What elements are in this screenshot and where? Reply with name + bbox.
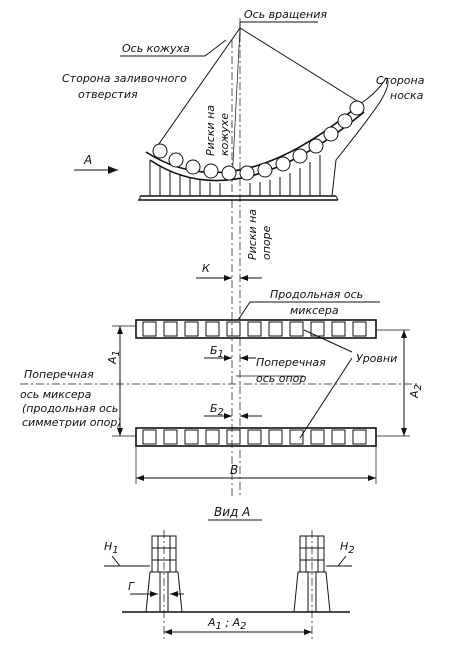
pour-side-label-2: отверстия [78,88,138,101]
marks-on-support-group: Риски на опоре [246,209,273,260]
roller [349,100,365,116]
transverse-mixer-label-3: (продольная ось [22,402,118,415]
roller [308,138,324,154]
longitudinal-axis-label-2: миксера [290,304,339,317]
mixer-elevation [74,18,389,496]
marks-on-support-label-1: Риски на [246,209,259,260]
plan-view [20,275,420,484]
longitudinal-axis-label-1: Продольная ось [270,288,363,301]
nose-outline [331,77,389,197]
levels-leader-upper [303,329,353,353]
shell-curve-mid [149,111,365,182]
g-label: Г [128,580,135,593]
b2-label: Б2 [210,402,224,418]
a2-label-group: А2 [408,384,424,399]
radius-shell [231,27,241,183]
transverse-mixer-label-4: симметрии опор) [22,416,122,429]
a1-a2-label: А1 ; А2 [207,616,247,632]
roller [152,143,168,159]
radius-right [239,27,363,105]
transverse-mixer-label-2: ось миксера [20,388,92,401]
nose-side-label-1: Сторона [376,74,425,87]
roller [257,162,273,178]
roller [185,159,201,175]
roller [323,126,339,142]
roller [221,165,237,181]
view-a-title: Вид А [214,505,250,519]
h1-label: Н1 [104,540,119,556]
h2-label: Н2 [340,540,355,556]
marks-on-shell-label-1: Риски на [204,105,217,156]
roller [168,152,184,168]
lower-roller-cells [142,429,367,445]
levels-leader-lower [299,357,353,439]
support-base [138,195,338,201]
shell-rollers [152,100,365,181]
roller [275,156,291,172]
a1-label: А1 [106,350,122,365]
k-label: К [202,262,211,275]
levels-label: Уровни [356,352,397,365]
a2-label: А2 [408,384,424,399]
marks-on-shell-label-2: кожухе [218,113,231,156]
shell-axis-label: Ось кожуха [122,42,190,55]
a1-label-group: А1 [106,350,122,365]
roller [203,163,219,179]
view-arrow-head [108,166,118,174]
upper-roller-cells [142,321,367,337]
roller [239,165,255,181]
rotation-axis-label: Ось вращения [244,8,327,21]
transverse-support-label-2: ось опор [256,372,306,385]
support-ribs [149,155,321,196]
lower-roller-row [135,427,377,447]
v-label: В [230,463,238,477]
nose-side-label-2: носка [390,89,424,102]
transverse-support-label-1: Поперечная [256,356,326,369]
marks-on-support-label-2: опоре [260,225,273,260]
roller [337,113,353,129]
radius-left [155,27,241,149]
roller [292,148,308,164]
marks-on-shell-group: Риски на кожухе [204,105,231,156]
pour-side-label-1: Сторона заливочного [62,72,187,85]
transverse-mixer-label-1: Поперечная [24,368,94,381]
view-arrow-label: А [83,153,92,167]
shell-axis-leader-slant [204,39,227,57]
view-a [104,519,352,640]
b1-label: Б1 [210,344,224,360]
upper-roller-row [135,319,377,339]
